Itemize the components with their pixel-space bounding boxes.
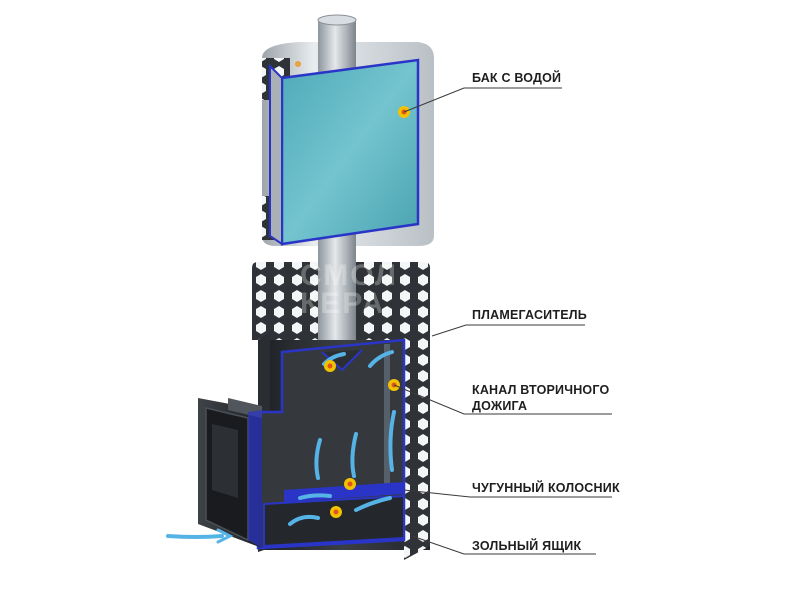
grate-marker: [344, 478, 356, 490]
label-secondary-channel: КАНАЛ ВТОРИЧНОГО ДОЖИГА: [472, 383, 610, 413]
stone-basket-mesh: [252, 262, 430, 352]
leader-lines: [393, 87, 612, 555]
label-water-tank: БАК С ВОДОЙ: [472, 71, 562, 85]
label-flame-arrester: ПЛАМЕГАСИТЕЛЬ: [472, 308, 587, 322]
flame-arrester-marker: [324, 360, 336, 372]
leader-line-flame-arrester: [431, 324, 585, 337]
stove-body: [256, 330, 430, 560]
firebox-door: [198, 398, 262, 548]
leader-line-ash-box: [411, 535, 596, 555]
label-ash-box: ЗОЛЬНЫЙ ЯЩИК: [472, 539, 582, 553]
leader-line-grate: [403, 489, 612, 498]
ash-box-marker: [330, 506, 342, 518]
watermark-line-2: КЕРА: [300, 287, 386, 320]
leader-line-water-tank: [403, 87, 562, 113]
secondary-channel-wall: [384, 344, 390, 494]
water-tank-cutaway: [280, 58, 420, 246]
watermark-line-1: СМОЛ: [300, 259, 398, 292]
ash-box: [263, 494, 405, 548]
watermark: СМОЛ КЕРА: [300, 259, 398, 320]
water-tank: [262, 42, 434, 246]
label-cast-iron-grate: ЧУГУННЫЙ КОЛОСНИК: [472, 481, 620, 495]
leader-line-secondary-channel: [393, 384, 612, 415]
